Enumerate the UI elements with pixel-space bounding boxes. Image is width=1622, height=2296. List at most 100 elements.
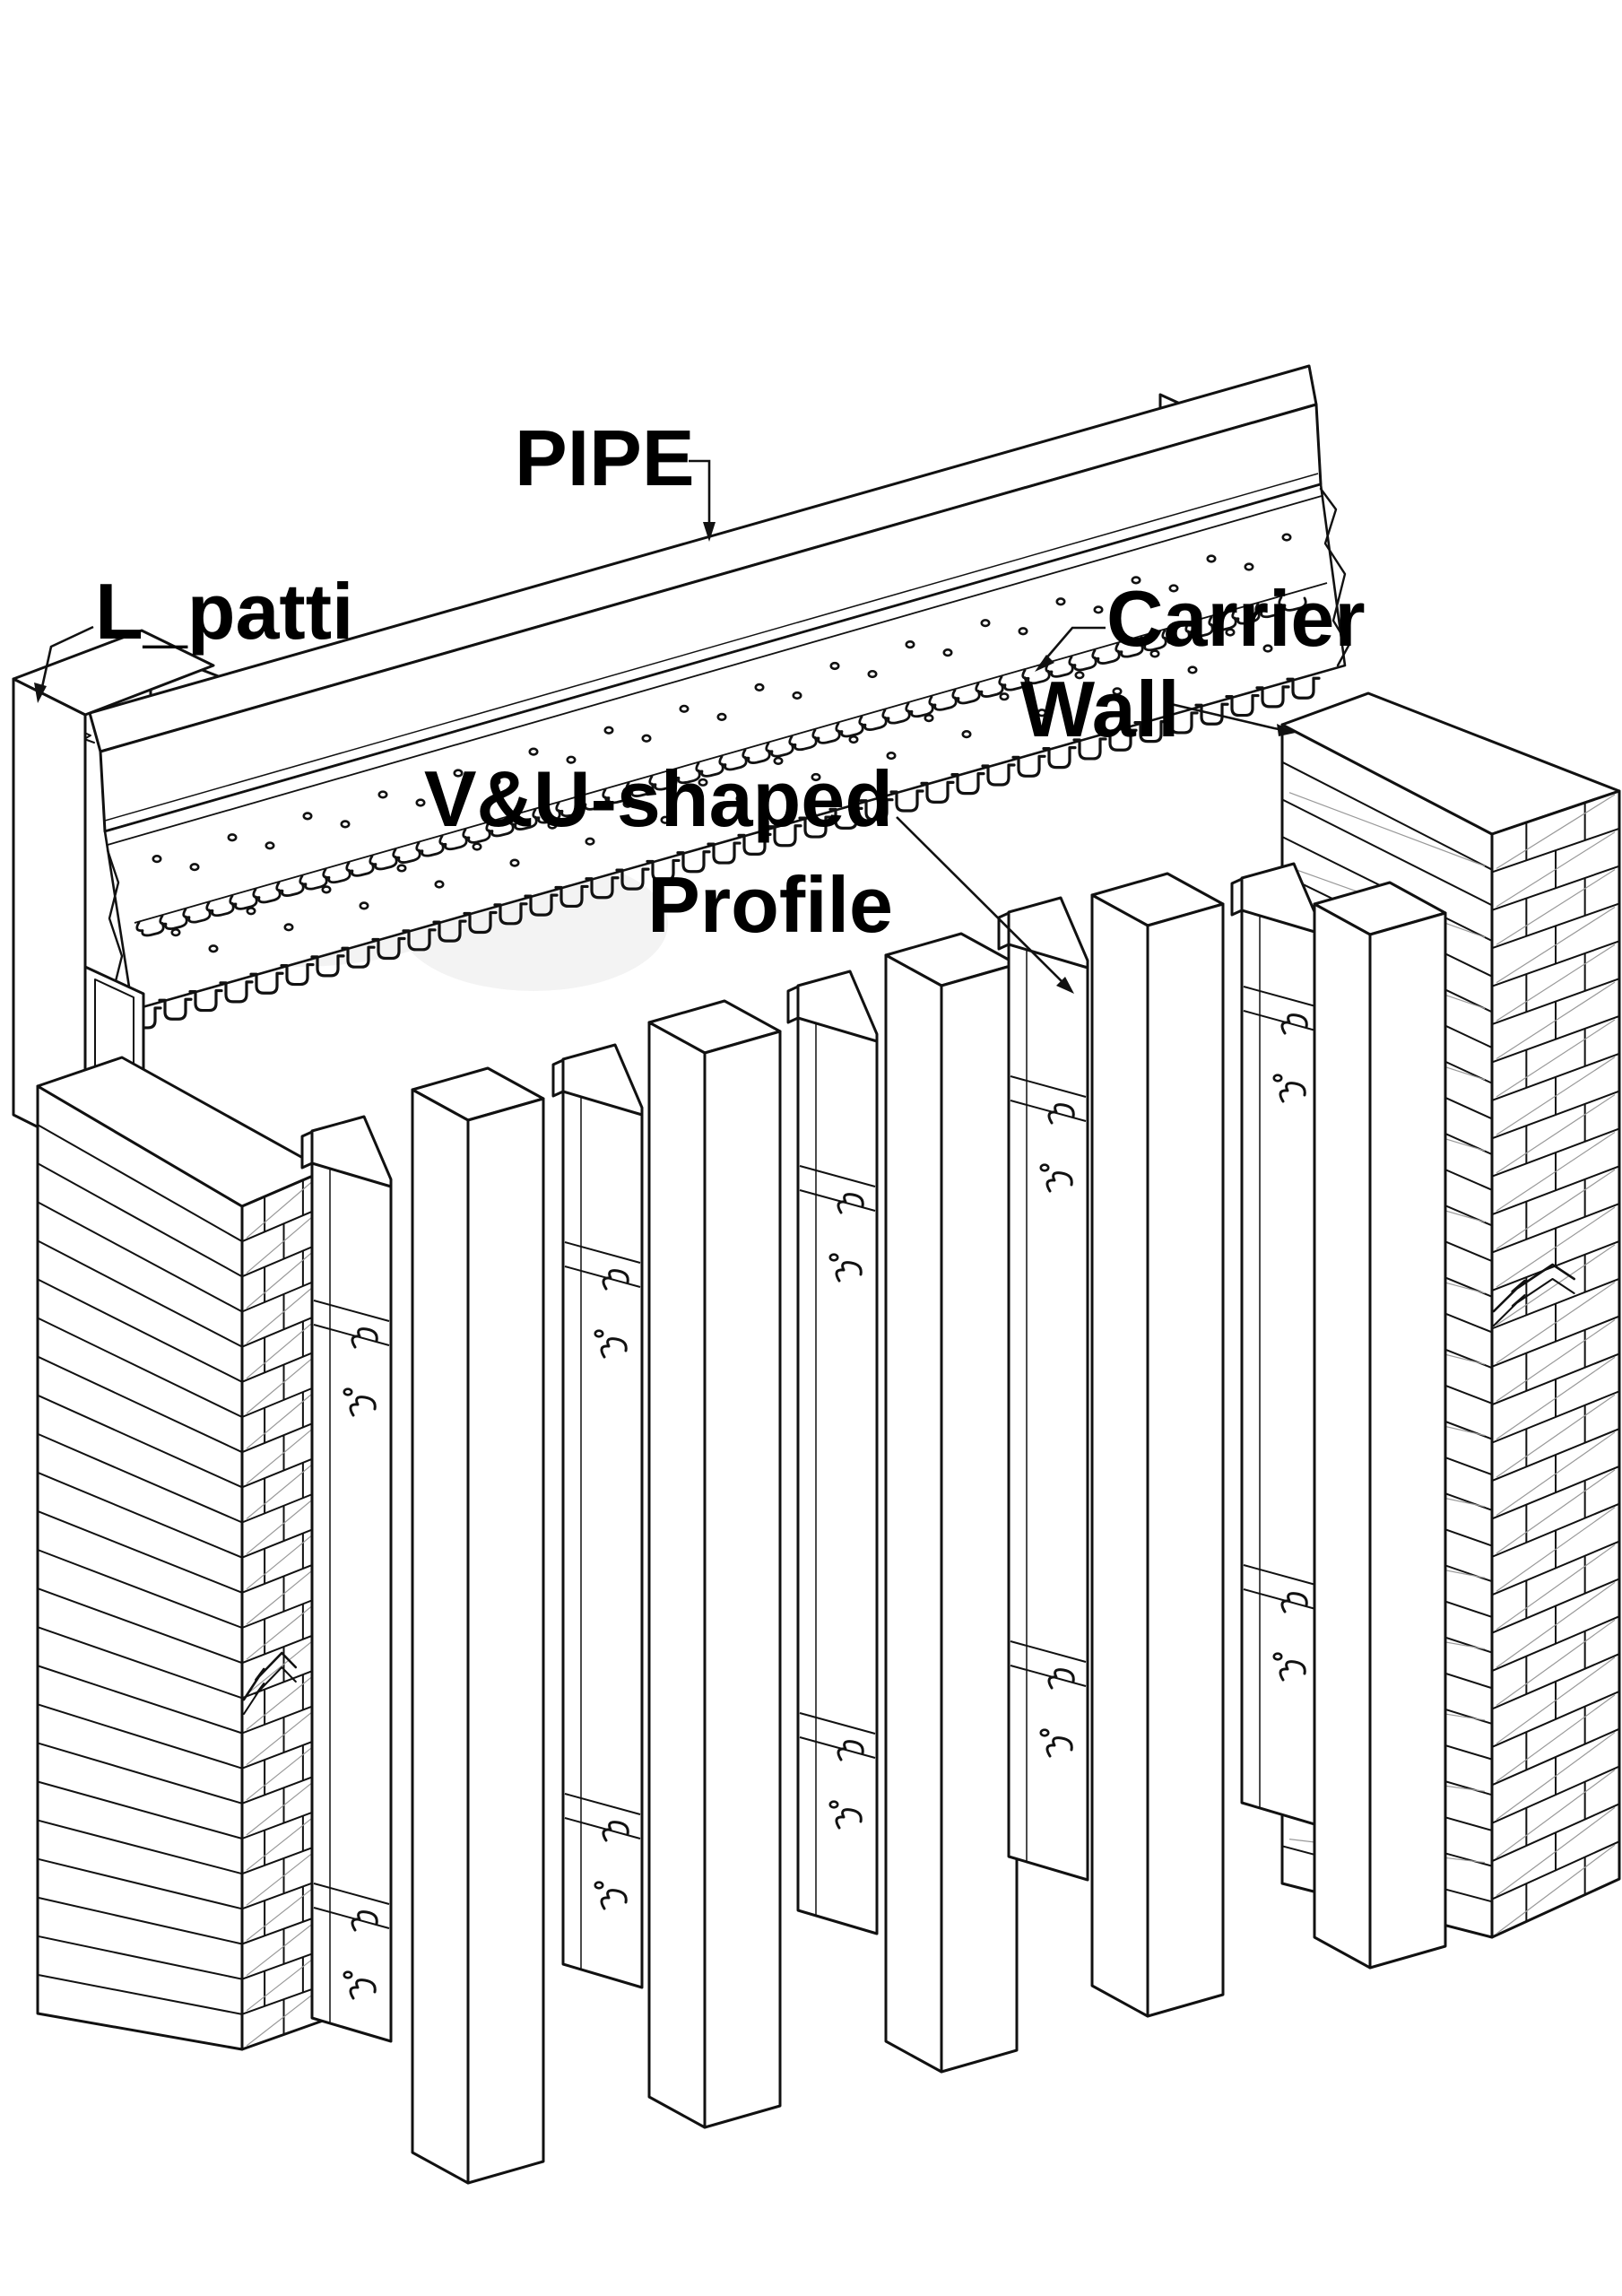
brick-depth-line bbox=[1496, 1094, 1616, 1174]
carrier-hole bbox=[415, 798, 426, 807]
carrier-hook-small bbox=[858, 715, 888, 731]
brick-depth-line bbox=[1496, 794, 1616, 869]
box-right-face bbox=[1146, 902, 1225, 2018]
carrier-hook-small bbox=[275, 881, 305, 897]
brick-depth-line bbox=[246, 1527, 322, 1590]
brick-depth-line bbox=[1496, 981, 1616, 1059]
brick-depth-line bbox=[1496, 1619, 1616, 1707]
brick-depth-line bbox=[1496, 1431, 1616, 1516]
brick-depth-line bbox=[246, 1315, 322, 1379]
carrier-hook-small bbox=[415, 841, 445, 857]
brick-depth-line bbox=[1496, 1657, 1616, 1744]
v-shaped-profile bbox=[997, 896, 1089, 1882]
carrier-hole bbox=[265, 841, 275, 850]
box-left-face bbox=[1313, 902, 1372, 1970]
label-vu-shaped-line1: V&U-shaped bbox=[424, 754, 893, 843]
leader-lines bbox=[34, 459, 1296, 994]
brick-depth-line bbox=[1496, 1169, 1616, 1250]
carrier-upper-bend-line bbox=[134, 582, 1328, 924]
brick-depth-line bbox=[1496, 1581, 1616, 1668]
carrier-hook-small bbox=[742, 748, 771, 764]
clip-hook bbox=[1047, 1103, 1075, 1125]
pipe-leader-line bbox=[689, 459, 711, 536]
carrier-hole bbox=[1112, 687, 1123, 696]
carrier-hook-u bbox=[920, 780, 955, 804]
clip-hole bbox=[1039, 1163, 1050, 1172]
u-box-profile bbox=[411, 1066, 545, 2185]
brick-depth-line bbox=[1496, 1282, 1616, 1364]
arrowhead bbox=[34, 683, 47, 703]
brick-depth-line bbox=[246, 1209, 322, 1274]
brick-course-line bbox=[37, 1124, 243, 1243]
carrier-hook-small bbox=[135, 921, 165, 937]
box-left-face bbox=[884, 953, 943, 2074]
carrier-hole bbox=[1206, 554, 1217, 563]
rail-line bbox=[799, 1712, 876, 1735]
clip-hole bbox=[1039, 1728, 1050, 1737]
brick-depth-line bbox=[1496, 831, 1616, 908]
carrier-hook-small bbox=[1045, 662, 1074, 678]
clip-hook bbox=[602, 1821, 629, 1842]
carrier-hole bbox=[1093, 605, 1104, 614]
brick-course-line bbox=[37, 1317, 243, 1418]
carrier-hook-u bbox=[341, 945, 376, 969]
carrier-hook-u bbox=[188, 988, 223, 1013]
carrier-hook-u bbox=[158, 997, 193, 1021]
carrier-hook-small bbox=[1021, 668, 1051, 685]
carrier-hook-small bbox=[811, 728, 841, 744]
v-shaped-profile bbox=[1230, 862, 1323, 1828]
carrier-hole bbox=[980, 619, 991, 628]
carrier-hook-small bbox=[695, 761, 724, 778]
carrier-hole bbox=[942, 648, 953, 657]
clip-hook bbox=[837, 1740, 864, 1761]
brick-depth-line bbox=[246, 1952, 322, 2012]
carrier-hook-small bbox=[765, 742, 794, 758]
brick-depth-line bbox=[1496, 1694, 1616, 1782]
brick-depth-line bbox=[1496, 1507, 1616, 1592]
carrier-hook-small bbox=[205, 900, 235, 918]
carrier-hole bbox=[547, 821, 558, 830]
carrier-hole bbox=[1131, 576, 1141, 585]
cladding-wall-row bbox=[36, 691, 1621, 2185]
rail-line bbox=[564, 1241, 641, 1264]
v-profile-sheet bbox=[310, 1161, 393, 2043]
carrier-hook-small bbox=[369, 855, 398, 871]
brick-depth-line bbox=[1496, 1057, 1616, 1135]
clip-hook bbox=[349, 1396, 377, 1417]
brick-course-line bbox=[37, 1432, 243, 1524]
clip-hole bbox=[343, 1387, 353, 1396]
carrier-leader-line bbox=[1039, 626, 1106, 666]
brick-depth-line bbox=[246, 1562, 322, 1625]
clip-hole bbox=[828, 1253, 839, 1262]
label-pipe: PIPE bbox=[515, 413, 695, 502]
brick-depth-line bbox=[1496, 1356, 1616, 1440]
carrier-hole bbox=[434, 880, 445, 889]
carrier-hole bbox=[189, 863, 200, 872]
brick-depth-line bbox=[246, 1421, 322, 1484]
carrier-hook-small bbox=[1068, 656, 1097, 672]
brick-course-line bbox=[37, 1201, 243, 1313]
brick-course-line bbox=[37, 1471, 243, 1559]
box-right-face bbox=[1368, 911, 1447, 1970]
wall-side-face bbox=[1490, 789, 1621, 1939]
carrier-hook-small bbox=[159, 914, 188, 930]
brick-depth-line bbox=[246, 1633, 322, 1695]
rail-line bbox=[1010, 1075, 1087, 1098]
box-left-face bbox=[411, 1088, 470, 2185]
carrier-hook-small bbox=[881, 709, 911, 725]
arrowhead bbox=[1056, 977, 1074, 994]
left-carrier-wall bbox=[36, 1056, 327, 2051]
carrier-hole bbox=[886, 751, 897, 761]
carrier-hook-small bbox=[345, 861, 375, 877]
v-profile-sheet bbox=[1240, 909, 1323, 1828]
brick-depth-line bbox=[246, 1987, 322, 2047]
brick-depth-line bbox=[1496, 1319, 1616, 1402]
arrowhead bbox=[1277, 724, 1296, 736]
carrier-hook-u bbox=[768, 824, 802, 848]
carrier-hook-small bbox=[1278, 596, 1307, 612]
clip-hook bbox=[835, 1808, 863, 1830]
u-box-profile bbox=[1313, 881, 1447, 1970]
carrier-hook-u bbox=[463, 910, 498, 935]
